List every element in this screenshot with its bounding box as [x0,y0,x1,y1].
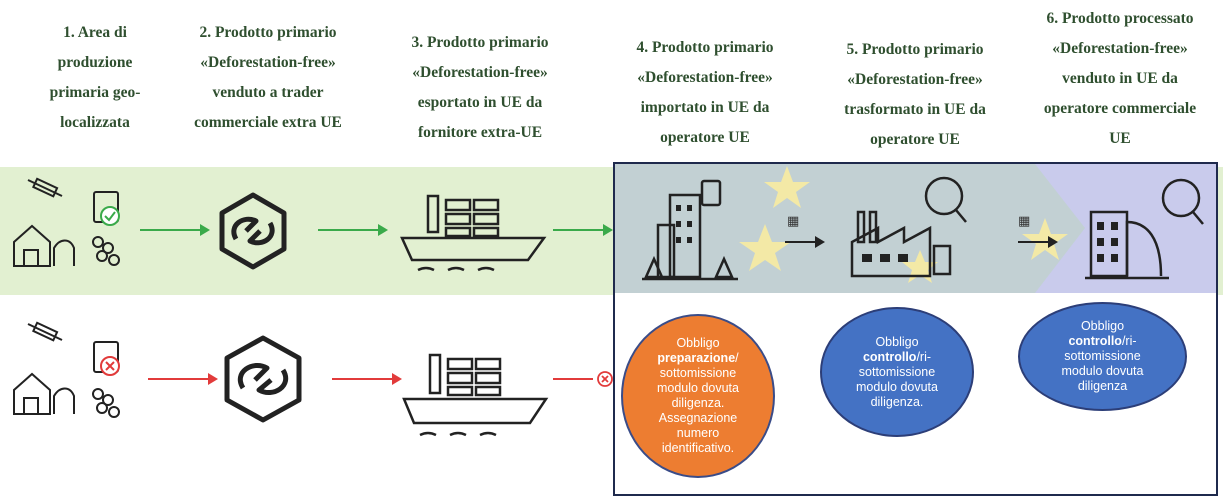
qr-code-icon: ▦ [787,214,800,229]
cargo-ship-icon [402,353,549,437]
noncompliant-arrow-1 [148,373,218,385]
rejected-x-icon [597,371,613,387]
trade-handshake-icon [219,192,287,270]
factory-inspection-icon [850,176,967,278]
eu-arrow-1 [785,236,825,248]
trader-obligation-oval: Obbligo controllo/ri- sottomissione modu… [1018,302,1187,411]
processor-obligation-oval: Obbligo controllo/ri- sottomissione modu… [820,307,974,437]
step-2-header: 2. Prodotto primario «Deforestation-free… [194,24,342,131]
noncompliant-arrow-3 [553,378,593,380]
qr-code-icon: ▦ [1018,214,1031,229]
step-4-header: 4. Prodotto primario «Deforestation-free… [636,39,774,146]
importer-obligation-oval: Obbligo preparazione/ sottomissione modu… [621,314,775,478]
eu-star-icon [764,166,810,208]
cargo-ship-icon [400,194,547,272]
step-3-header: 3. Prodotto primario «Deforestation-free… [411,34,549,141]
noncompliant-arrow-2 [332,373,402,385]
compliant-arrow-2 [318,224,388,236]
step-6-header: 6. Prodotto processato «Deforestation-fr… [1043,10,1197,147]
compliant-arrow-3 [553,224,613,236]
eu-arrow-2 [1018,236,1058,248]
step-5-header: 5. Prodotto primario «Deforestation-free… [844,41,986,148]
eu-star-icon [1022,218,1068,260]
farm-satellite-rejected-icon [13,321,120,418]
store-inspection-icon [1085,178,1204,280]
step-1-header: 1. Area di produzione primaria geo- loca… [49,24,141,131]
importer-building-icon [642,179,738,281]
eu-star-icon [739,224,791,271]
farm-satellite-icon [13,177,120,267]
trade-handshake-icon [224,335,302,423]
compliant-arrow-1 [140,224,210,236]
